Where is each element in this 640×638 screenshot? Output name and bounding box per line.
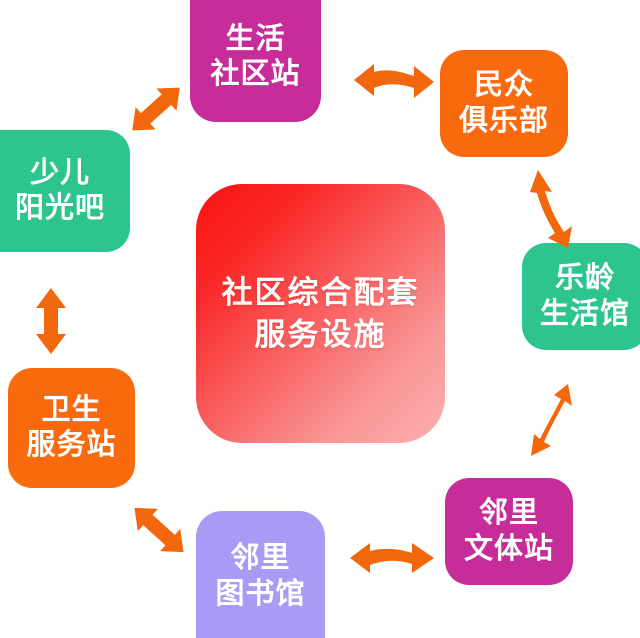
node-weisheng-fuwuzhan[interactable]: 卫生 服务站	[8, 368, 135, 488]
connector-shaoer-to-shenghuo-arrow	[116, 72, 196, 146]
node-center-hub-line2: 服务设施	[254, 316, 387, 352]
node-shaoer-yangguangba-line1: 少儿	[29, 156, 90, 189]
node-linli-tushuguan[interactable]: 邻里 图书馆	[196, 511, 325, 638]
node-shenghuo-shequzhan[interactable]: 生活 社区站	[190, 0, 321, 122]
connector-shenghuo-to-minzhong-arrow	[352, 52, 436, 100]
node-weisheng-fuwuzhan-line2: 服务站	[26, 429, 117, 461]
node-linli-wentizhan-line2: 文体站	[463, 532, 554, 565]
node-minzhong-julebu-line1: 民众	[473, 69, 534, 102]
node-linli-wentizhan-line1: 邻里	[478, 497, 539, 530]
node-shenghuo-shequzhan-line2: 社区站	[210, 58, 301, 90]
node-minzhong-julebu-line2: 俱乐部	[458, 104, 549, 137]
node-center-hub[interactable]: 社区综合配套 服务设施	[196, 184, 445, 443]
node-leling-shenghuoguan[interactable]: 乐龄 生活馆	[522, 243, 640, 350]
node-linli-tushuguan-line2: 图书馆	[215, 577, 306, 610]
node-shenghuo-shequzhan-line1: 生活	[225, 22, 286, 55]
node-minzhong-julebu[interactable]: 民众 俱乐部	[440, 50, 568, 157]
node-center-hub-line1: 社区综合配套	[221, 274, 420, 310]
node-shaoer-yangguangba-line2: 阳光吧	[14, 192, 105, 224]
node-leling-shenghuoguan-line1: 乐龄	[554, 262, 615, 295]
connector-minzhong-to-leling-arrow	[524, 166, 578, 248]
node-linli-wentizhan[interactable]: 邻里 文体站	[445, 478, 573, 585]
node-shaoer-yangguangba[interactable]: 少儿 阳光吧	[0, 130, 130, 252]
node-linli-tushuguan-line1: 邻里	[230, 542, 291, 575]
node-leling-shenghuoguan-line2: 生活馆	[539, 297, 630, 330]
node-weisheng-fuwuzhan-line1: 卫生	[41, 393, 102, 426]
connector-tushuguan-to-weisheng-arrow	[118, 492, 200, 568]
connector-wenti-to-tushuguan-arrow	[348, 530, 436, 574]
connector-weisheng-to-shaoer-arrow	[30, 286, 72, 356]
connector-leling-to-wenti-arrow	[528, 378, 584, 468]
